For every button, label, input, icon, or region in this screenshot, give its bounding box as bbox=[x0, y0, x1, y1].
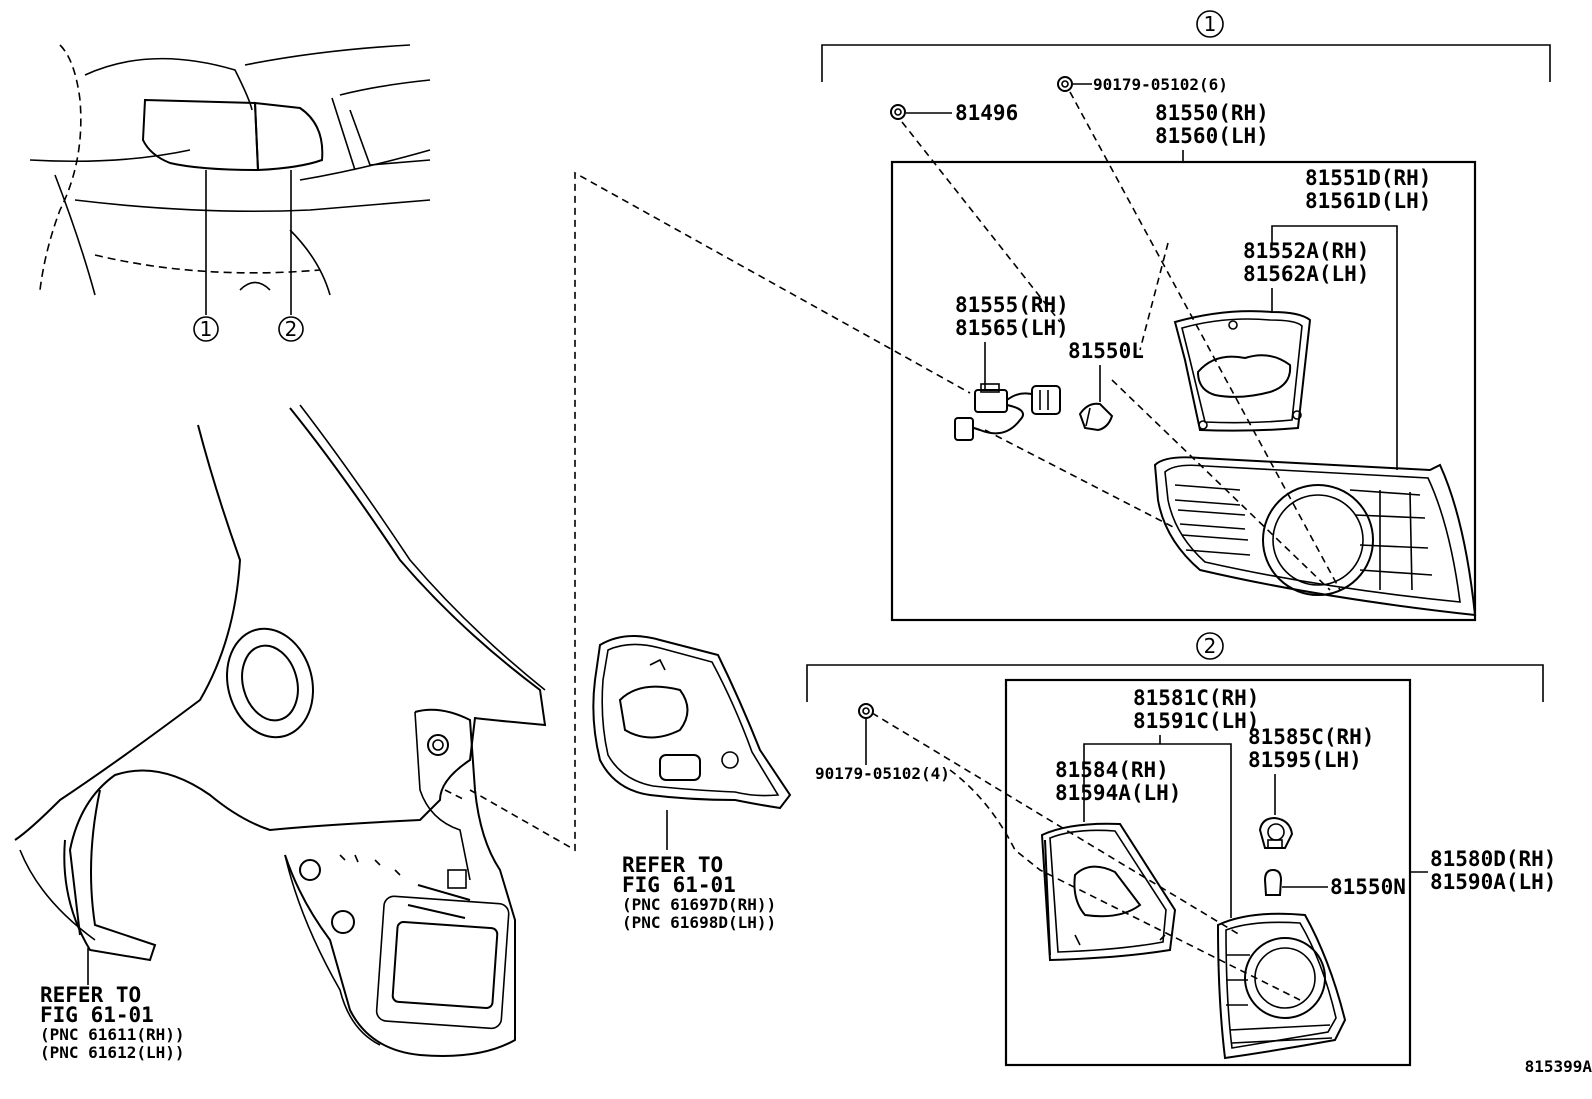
screw-icon bbox=[1057, 76, 1073, 92]
clip-icon bbox=[890, 104, 906, 120]
assembly-1-group: 1 90179-05102(6) 81496 81550(RH) 81560(L… bbox=[821, 10, 1551, 622]
quarter-panel-illustration bbox=[14, 404, 547, 1057]
refer-quarter-line1: REFER TO bbox=[40, 983, 141, 1007]
a2-gasket-rh: 81584(RH) bbox=[1055, 758, 1169, 782]
a1-assy-rh: 81550(RH) bbox=[1155, 101, 1269, 125]
assembly-2-callout: 2 bbox=[1204, 634, 1217, 658]
a1-lens-rh: 81551D(RH) bbox=[1305, 166, 1431, 190]
callout-1-marker bbox=[193, 316, 219, 342]
rear-car-view: 1 2 bbox=[29, 44, 431, 342]
a2-socket-part bbox=[1258, 816, 1294, 849]
callout-2-marker bbox=[278, 316, 304, 342]
a1-lens-part bbox=[1153, 456, 1477, 617]
a2-lens-part bbox=[1216, 912, 1347, 1060]
a2-gasket-lh: 81594A(LH) bbox=[1055, 781, 1181, 805]
figure-id: 815399A bbox=[1525, 1057, 1592, 1076]
tail-lamp-outline-1 bbox=[141, 98, 260, 172]
a1-gasket-part bbox=[1173, 310, 1312, 432]
a1-screw-label: 90179-05102(6) bbox=[1093, 75, 1228, 94]
a1-clip-label: 81496 bbox=[955, 101, 1018, 125]
a1-gasket-rh: 81552A(RH) bbox=[1243, 239, 1369, 263]
a1-socket-lh: 81565(LH) bbox=[955, 316, 1069, 340]
a2-gasket-part bbox=[1040, 822, 1177, 962]
a2-lens-lh: 81590A(LH) bbox=[1430, 870, 1556, 894]
refer-quarter-line4: (PNC 61612(LH)) bbox=[40, 1043, 185, 1062]
a2-assy-rh: 81581C(RH) bbox=[1133, 686, 1259, 710]
a1-socket-part bbox=[954, 383, 1061, 441]
refer-quarter-line3: (PNC 61611(RH)) bbox=[40, 1025, 185, 1044]
assembly-2-group: 2 90179-05102(4) 81581C(RH) 81591C(LH) 8… bbox=[806, 632, 1556, 1067]
callout-2-text: 2 bbox=[285, 317, 298, 341]
refer-panel-line2: FIG 61-01 bbox=[622, 873, 736, 897]
a1-bulb-part bbox=[1078, 402, 1114, 432]
a1-gasket-lh: 81562A(LH) bbox=[1243, 262, 1369, 286]
refer-quarter-line2: FIG 61-01 bbox=[40, 1003, 154, 1027]
tail-lamp-outline-2 bbox=[253, 101, 324, 172]
a1-socket-rh: 81555(RH) bbox=[955, 293, 1069, 317]
a2-bulb-part bbox=[1263, 868, 1283, 896]
a2-bulb-label: 81550N bbox=[1330, 875, 1406, 899]
refer-panel-line4: (PNC 61698D(LH)) bbox=[622, 913, 776, 932]
fuel-door-opening bbox=[226, 627, 314, 739]
a1-bulb-label: 81550L bbox=[1068, 339, 1144, 363]
callout-1-text: 1 bbox=[200, 317, 213, 341]
a2-screw-icon bbox=[858, 703, 874, 719]
a2-screw-label: 90179-05102(4) bbox=[815, 764, 950, 783]
refer-panel-line1: REFER TO bbox=[622, 853, 723, 877]
a1-assy-lh: 81560(LH) bbox=[1155, 124, 1269, 148]
lamp-housing-panel bbox=[592, 635, 792, 850]
a2-lens-rh: 81580D(RH) bbox=[1430, 847, 1556, 871]
assembly-1-box bbox=[890, 160, 1477, 622]
refer-panel-line3: (PNC 61697D(RH)) bbox=[622, 895, 776, 914]
a2-socket-lh: 81595(LH) bbox=[1248, 748, 1362, 772]
a1-lens-lh: 81561D(LH) bbox=[1305, 189, 1431, 213]
a2-assy-lh: 81591C(LH) bbox=[1133, 709, 1259, 733]
a2-socket-rh: 81585C(RH) bbox=[1248, 725, 1374, 749]
assembly-1-callout: 1 bbox=[1204, 12, 1217, 36]
